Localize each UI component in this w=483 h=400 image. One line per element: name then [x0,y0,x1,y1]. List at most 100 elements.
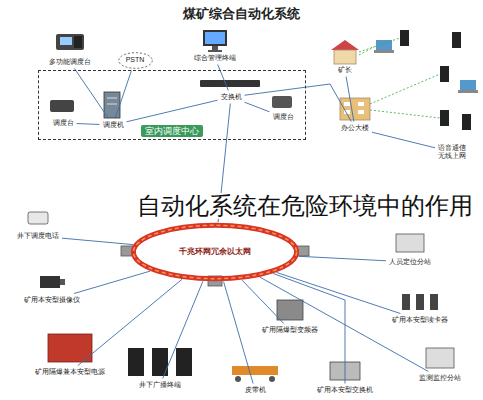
camera-body [40,276,60,288]
node-text: 人员定位分站 [389,258,431,266]
phone-icon [56,34,84,50]
monitor-screen [205,32,225,44]
node-text: 调度机 [103,121,124,129]
camera-lens [60,279,65,285]
device-label: 办公大楼 [339,123,371,134]
node-text: 综合管理终端 [194,54,236,62]
node-text: 矿用隔爆兼本安型电源 [35,368,105,376]
connector-line [77,123,100,125]
device-label: 多功能调度台 [47,57,93,68]
laptop-base [374,50,394,53]
card-reader [430,294,438,310]
connector-line [224,282,254,384]
server-icon [104,92,120,118]
node-text: 井下广播终端 [139,381,181,389]
mine-phone [28,212,48,224]
monitor-icon [203,30,227,46]
connector-line [74,69,108,119]
connector-line [115,71,131,119]
node-text: 皮带机 [245,386,266,394]
mobile-phone [440,66,449,82]
node-text: 矿用隔爆型变频器 [262,326,318,334]
building-window [344,102,350,106]
substation-box [396,234,424,252]
node-text: 调度台 [53,119,74,127]
card-reader [416,294,424,310]
wireless-link [359,47,374,55]
node-text: 井下调度电话 [17,232,59,240]
connector-line [62,238,133,244]
node-text: 千兆环网冗余以太网 [177,247,253,257]
card-reader [402,294,410,310]
switch-bar [200,80,260,87]
belt-roller [269,376,275,382]
building-window [358,102,364,106]
wireless-link [370,74,440,104]
device-label: 矿长 [336,65,354,76]
device-label: 语音通信无线上网 [436,143,468,162]
device-label: 矿用本安型交换机 [315,385,375,396]
node-text: 监测监控分站 [419,374,461,382]
connector-line [276,272,400,313]
node-text: PSTN [126,56,145,64]
laptop-screen [460,80,476,90]
device-label: 皮带机 [243,385,268,396]
inverter-box [277,300,303,320]
laptop-base [458,90,478,93]
device-label: 井下调度电话 [15,231,61,242]
node-text: 矿用本安型读卡器 [392,316,448,324]
connector-line [218,65,229,91]
desk-phone [272,96,292,108]
phone-handset [74,36,82,48]
node-text: 办公大楼 [341,124,369,132]
belt-roller [235,376,241,382]
device-label: 调度台 [51,118,76,129]
ring-line [133,225,296,278]
device-label: 交换机 [219,92,244,103]
connector-line [163,281,203,378]
node-text: 矿用本安型摄像仪 [24,296,80,304]
wireless-link [370,110,440,118]
mobile-phone [452,32,461,48]
belt-machine [232,366,278,375]
node-text: 语音通信 [438,144,466,152]
connector-line [74,271,150,293]
connector-line [346,77,354,122]
building-window [358,110,364,114]
monitor-substation [426,348,454,368]
mobile-phone [462,114,471,130]
speaker-icon [128,348,144,376]
device-label: 调度机 [101,120,126,131]
node-text: 无线上网 [438,152,466,160]
node-text: 室内调度中心 [141,125,203,138]
ring-network: 千兆环网冗余以太网 [130,223,300,281]
monitor-stand [212,46,218,50]
region-box: 室内调度中心调度台调度机交换机调度台 [38,70,306,140]
speaker-icon [176,348,192,376]
node-text: 矿用本安型交换机 [317,386,373,394]
diagram-title: 煤矿综合自动化系统 [181,5,302,23]
wireless-link [359,38,400,52]
overlay-label: 自动化系统在危险环境中的作用 [136,193,474,219]
node-text: 多功能调度台 [49,58,91,66]
connector-line [372,132,435,148]
connector-line [245,102,270,112]
device-label: 调度台 [271,112,296,123]
network-cloud: PSTN [118,52,153,69]
cloud-outline [118,52,152,68]
mobile-phone [440,110,449,126]
connector-line [78,279,182,365]
power-box [48,334,92,362]
device-label: 监测监控分站 [417,373,463,384]
device-label: 矿用本安型摄像仪 [22,295,82,306]
house-icon [334,50,356,64]
server-slot [107,98,117,99]
ring-line [133,225,296,278]
device-label: 矿用本安型读卡器 [390,315,450,326]
device-label: 综合管理终端 [192,53,238,64]
device-label: 矿用隔爆兼本安型电源 [33,367,107,378]
node-text: 调度台 [273,113,294,121]
server-slot [107,104,117,105]
